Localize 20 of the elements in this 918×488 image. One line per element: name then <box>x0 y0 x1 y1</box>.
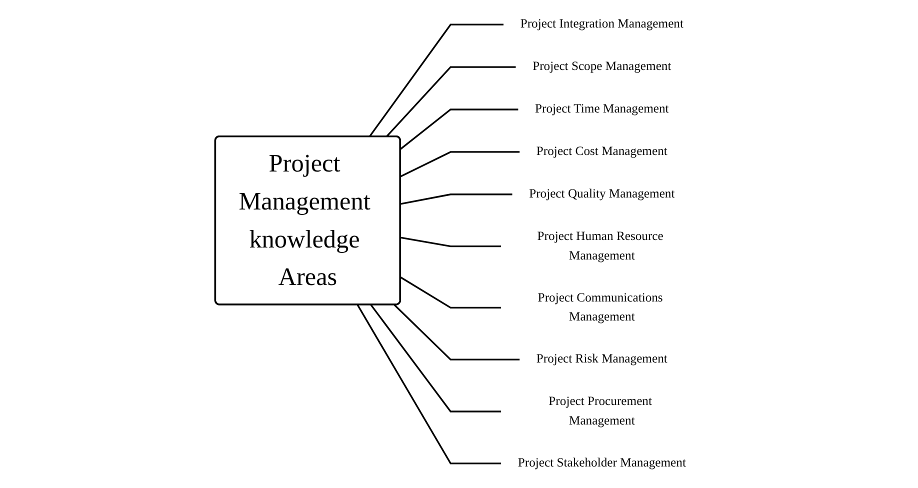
connector <box>370 304 502 412</box>
node-text: Project Quality Management <box>529 187 675 201</box>
connector <box>400 151 520 178</box>
node-text: Project Integration Management <box>520 18 684 32</box>
node-text: Project Time Management <box>535 102 669 116</box>
node-text: Project Procurement Management <box>548 395 652 428</box>
connector <box>400 194 512 205</box>
connector <box>394 304 520 360</box>
connector <box>368 24 504 138</box>
connector <box>356 304 502 464</box>
connector <box>400 108 518 150</box>
node-text: Project Cost Management <box>536 145 668 158</box>
connector <box>386 66 516 138</box>
connector <box>400 276 502 309</box>
node-text: Project Communications Management <box>538 291 663 324</box>
connector <box>400 236 502 248</box>
node-text: Project Human Resource Management <box>537 230 664 262</box>
node-text: Project Stakeholder Management <box>518 456 686 470</box>
node-text: Project Scope Management <box>532 60 672 74</box>
node-text: Project Risk Management <box>536 352 668 366</box>
